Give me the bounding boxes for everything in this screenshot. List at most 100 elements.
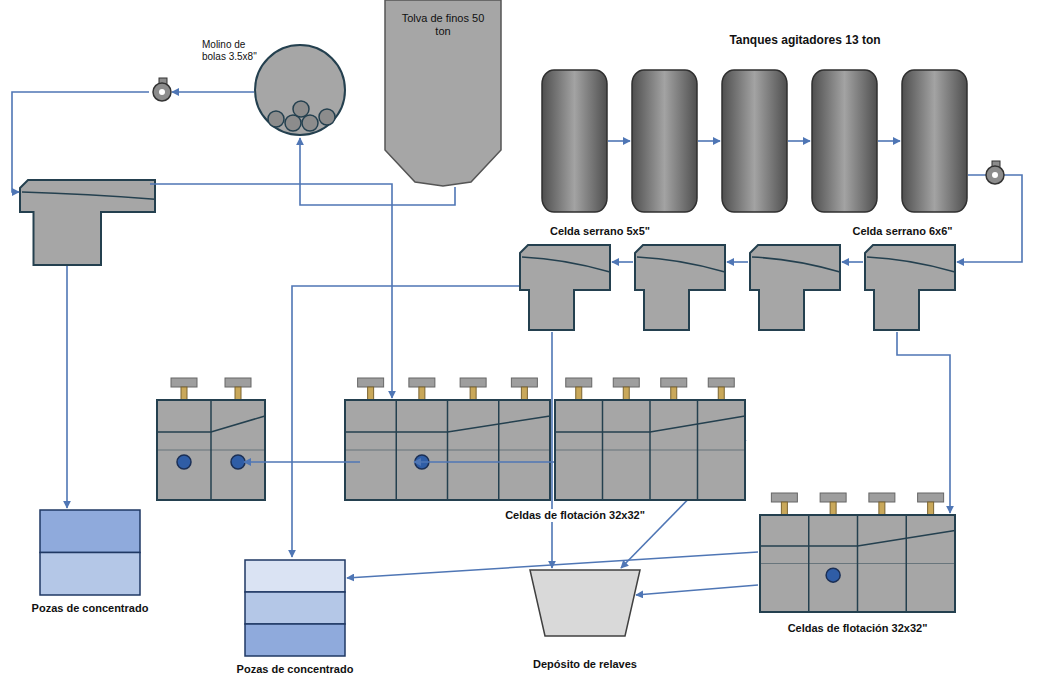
- motor: [409, 378, 435, 387]
- shaft: [419, 387, 425, 400]
- shaft: [623, 387, 629, 400]
- froth-line: [345, 416, 550, 432]
- shape-outline: [535, 30, 975, 215]
- text-area: Pozas de concentrado: [215, 659, 375, 677]
- pulp-line: [12, 92, 149, 192]
- froth-line: [867, 257, 955, 272]
- agitator-tank: [632, 70, 697, 212]
- pulp-line: [842, 261, 863, 263]
- shaft: [879, 502, 885, 515]
- equipment-label: Tanques agitadores 13 ton: [727, 34, 882, 48]
- froth-line: [522, 257, 610, 272]
- pulp-line: [172, 91, 254, 93]
- ball-mill: [255, 45, 345, 135]
- pump-eye: [992, 172, 998, 178]
- froth-line: [760, 531, 955, 547]
- equipment-label: Pozas de concentrado: [235, 663, 356, 676]
- pump: [986, 166, 1004, 184]
- flow-line: [551, 332, 553, 568]
- cell-body: [520, 245, 610, 330]
- froth-line: [637, 257, 725, 272]
- text-area: Tolva de finos 50 ton: [391, 12, 495, 39]
- shaft: [718, 387, 724, 400]
- equipment-label: Tolva de finos 50 ton: [391, 12, 495, 37]
- shaft: [368, 387, 374, 400]
- cell-body: [865, 245, 955, 330]
- pulp-line: [878, 140, 900, 142]
- shape-outline: [215, 558, 375, 678]
- shaft: [830, 502, 836, 515]
- cell-body: [635, 245, 725, 330]
- hopper: [385, 0, 501, 186]
- pulp-line: [788, 140, 810, 142]
- shaft: [521, 387, 527, 400]
- shaft: [781, 502, 787, 515]
- cell-level: [555, 450, 745, 451]
- pond-section: [245, 592, 345, 624]
- shape-outline: [20, 505, 160, 617]
- equipment-label: Celdas de flotación 32x32": [503, 509, 647, 522]
- grinding-ball: [302, 115, 318, 131]
- text-area: Pozas de concentrado: [20, 598, 160, 616]
- motor: [511, 378, 537, 387]
- equipment-label: Molino de bolas 3.5x8": [200, 39, 260, 62]
- text-area: Celdas de flotación 32x32": [475, 505, 675, 523]
- text-area: Molino de bolas 3.5x8": [200, 39, 260, 64]
- equipment-label: Pozas de concentrado: [30, 602, 151, 615]
- froth-line: [22, 192, 155, 199]
- motor: [171, 378, 197, 387]
- shaft: [235, 387, 241, 400]
- flow-line: [636, 585, 758, 595]
- cell-body: [20, 180, 155, 265]
- froth-line: [752, 257, 840, 272]
- text-area: Depósito de relaves: [500, 654, 670, 672]
- equipment-tanks: Tanques agitadores 13 ton: [535, 30, 975, 215]
- equipment-mill: Molino de bolas 3.5x8": [200, 35, 350, 137]
- motor: [460, 378, 486, 387]
- shaft: [671, 387, 677, 400]
- froth-line: [555, 416, 745, 432]
- equipment-label: Celda serrano 5x5": [548, 225, 652, 238]
- impeller: [177, 455, 191, 469]
- pond-section: [245, 624, 345, 656]
- tailings-deposit: [530, 570, 640, 636]
- froth-line: [157, 416, 265, 432]
- text-area: Tanques agitadores 13 ton: [705, 30, 905, 48]
- agitator-tank: [902, 70, 967, 212]
- agitator-tank: [722, 70, 787, 212]
- cell-body: [750, 245, 840, 330]
- impeller: [826, 568, 840, 582]
- equipment-label: Depósito de relaves: [531, 658, 639, 671]
- shape-outline: [755, 493, 960, 643]
- cell-level: [760, 563, 955, 564]
- shaft: [470, 387, 476, 400]
- pump-eye: [159, 89, 165, 95]
- equipment-bank: Celdas de flotación 32x32": [470, 378, 750, 528]
- equipment-pozas: Pozas de concentrado: [20, 505, 160, 617]
- equipment-bank: Celdas de flotación 32x32": [755, 493, 960, 643]
- agitator-tank: [542, 70, 607, 212]
- shaft: [181, 387, 187, 400]
- pond-section: [40, 553, 140, 596]
- overflow-line: [150, 184, 392, 398]
- equipment-pozas: Pozas de concentrado: [215, 558, 375, 678]
- motor: [613, 378, 639, 387]
- pulp-line: [727, 261, 748, 263]
- pulp-line: [414, 461, 578, 463]
- pulp-line: [698, 140, 720, 142]
- shaft: [928, 502, 934, 515]
- text-area: Celda serrano 6x6": [840, 221, 965, 239]
- shaft: [576, 387, 582, 400]
- pond-section: [245, 560, 345, 592]
- motor: [771, 493, 797, 502]
- equipment-funnel: Celda serrano 6x6": [840, 220, 965, 335]
- equipment-hopper: Tolva de finos 50 ton: [383, 0, 503, 190]
- pulp-line: [612, 261, 633, 263]
- motor: [358, 378, 384, 387]
- grinding-ball: [319, 109, 335, 125]
- motor: [566, 378, 592, 387]
- flow-line: [897, 332, 950, 513]
- equipment-label: Celda serrano 6x6": [851, 225, 955, 238]
- flow-line: [292, 286, 519, 557]
- impeller: [231, 455, 245, 469]
